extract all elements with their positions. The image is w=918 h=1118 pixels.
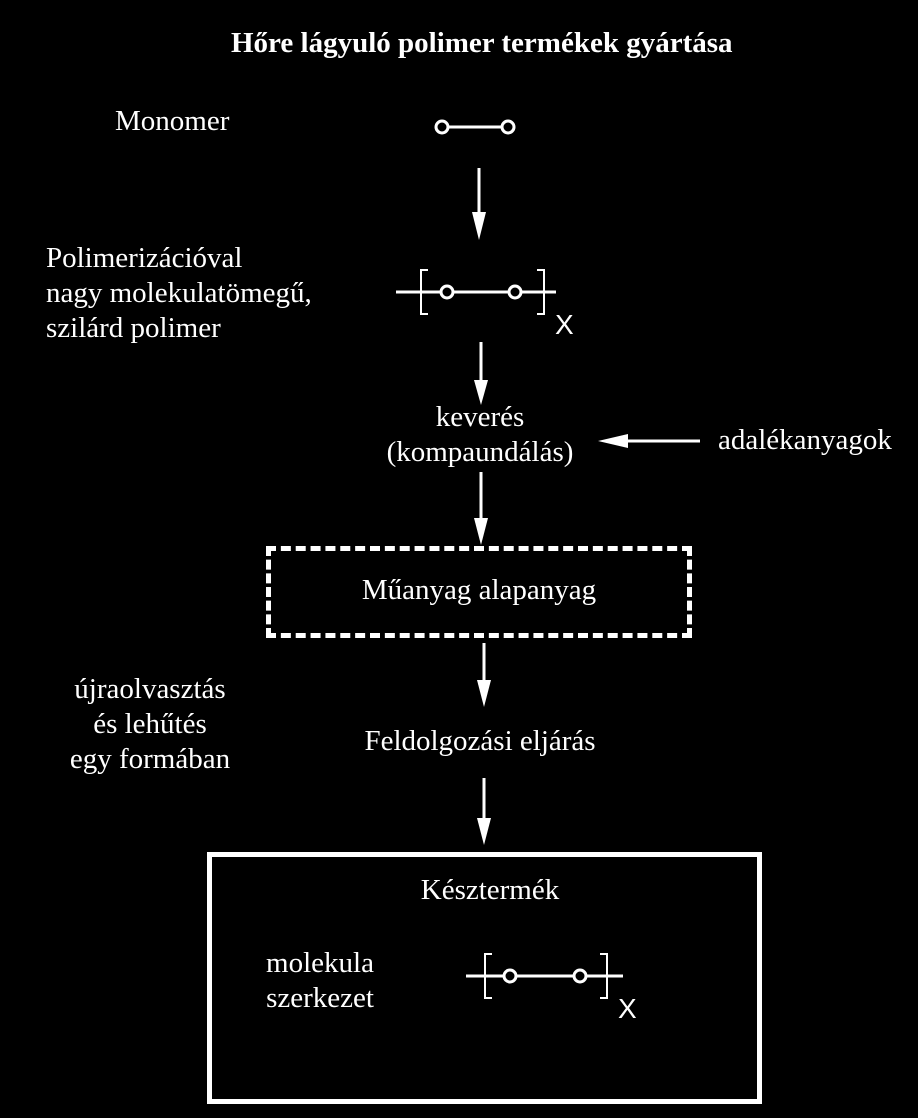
arrow-additives	[598, 434, 700, 448]
label-processing: Feldolgozási eljárás	[364, 725, 596, 757]
monomer-symbol	[434, 119, 516, 135]
label-polymerization-line-3: szilárd polimer	[46, 312, 221, 344]
label-final-product: Késztermék	[420, 874, 560, 906]
label-mixing: keverés (kompaundálás)	[360, 400, 600, 470]
arrow-down-1	[472, 168, 486, 240]
label-remelt: újraolvasztás és lehűtés egy formában	[40, 672, 260, 777]
repeat-subscript-1: X	[555, 309, 574, 340]
arrow-down-2	[474, 342, 488, 405]
arrow-down-3	[474, 472, 488, 545]
label-mixing-line-1: keverés	[435, 401, 525, 433]
repeat-subscript-2: X	[618, 993, 637, 1024]
arrow-down-5	[477, 778, 491, 845]
label-additives: adalékanyagok	[718, 424, 892, 456]
product-polymer-unit-symbol	[466, 953, 623, 999]
label-molecule-structure: molekula szerkezet	[240, 946, 400, 1016]
label-molecule-structure-line-1: molekula	[266, 947, 374, 979]
polymer-unit-symbol	[396, 269, 556, 315]
label-remelt-line-1: újraolvasztás	[74, 673, 226, 705]
arrow-down-4	[477, 643, 491, 707]
label-remelt-line-2: és lehűtés	[93, 708, 207, 740]
label-polymerization: Polimerizációval nagy molekulatömegű, sz…	[46, 241, 312, 346]
raw-material-box	[266, 546, 692, 638]
final-product-box	[207, 852, 762, 1104]
label-molecule-structure-line-2: szerkezet	[266, 982, 374, 1014]
label-mixing-line-2: (kompaundálás)	[386, 436, 574, 468]
label-monomer: Monomer	[115, 105, 230, 137]
label-polymerization-line-1: Polimerizációval	[46, 242, 243, 274]
label-remelt-line-3: egy formában	[69, 743, 231, 775]
label-polymerization-line-2: nagy molekulatömegű,	[46, 277, 312, 309]
label-raw-material: Műanyag alapanyag	[361, 574, 597, 606]
diagram-title: Hőre lágyuló polimer termékek gyártása	[231, 27, 733, 59]
